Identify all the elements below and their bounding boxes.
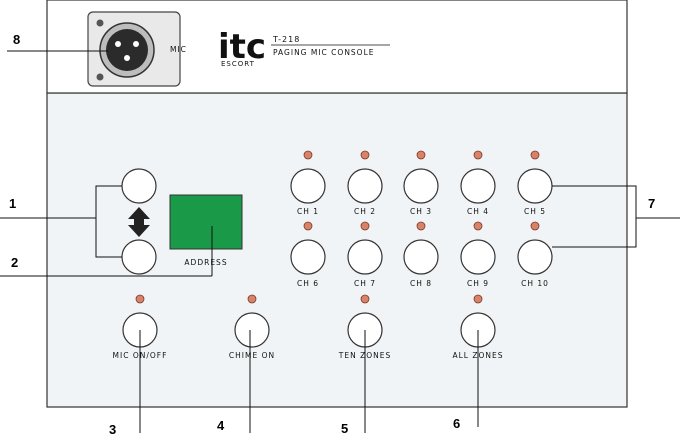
callout-5: 5 — [341, 421, 348, 436]
channel-button-5[interactable] — [517, 168, 553, 204]
function-led-4 — [473, 294, 483, 304]
channel-led-6 — [303, 221, 313, 231]
channel-led-10 — [530, 221, 540, 231]
channel-label-4: CH 4 — [467, 207, 489, 216]
channel-led-1 — [303, 150, 313, 160]
channel-label-3: CH 3 — [410, 207, 432, 216]
leader-lines — [0, 50, 680, 433]
callout-8: 8 — [13, 32, 20, 47]
channel-led-3 — [416, 150, 426, 160]
callout-7: 7 — [648, 196, 655, 211]
channel-led-8 — [416, 221, 426, 231]
function-led-2 — [247, 294, 257, 304]
product-name: PAGING MIC CONSOLE — [273, 48, 375, 57]
channel-button-2[interactable] — [347, 168, 383, 204]
channel-led-2 — [360, 150, 370, 160]
callout-2: 2 — [11, 255, 18, 270]
brand-logo: itc — [218, 27, 266, 67]
callout-4: 4 — [217, 418, 225, 433]
channel-label-9: CH 9 — [467, 279, 489, 288]
up-button[interactable] — [121, 168, 157, 204]
model-number: T-218 — [272, 35, 300, 44]
callout-3: 3 — [109, 422, 116, 437]
mic-label: MIC — [170, 45, 187, 54]
function-label-3: TEN ZONES — [338, 351, 391, 360]
channel-label-6: CH 6 — [297, 279, 319, 288]
function-led-3 — [360, 294, 370, 304]
brand-subtext: ESCORT — [221, 60, 255, 68]
up-down-arrow-icon — [128, 207, 150, 237]
address-display — [169, 194, 243, 250]
channel-led-9 — [473, 221, 483, 231]
function-led-1 — [135, 294, 145, 304]
channel-led-7 — [360, 221, 370, 231]
channel-led-5 — [530, 150, 540, 160]
channel-label-1: CH 1 — [297, 207, 319, 216]
mic-connector — [87, 11, 181, 87]
channel-button-9[interactable] — [460, 239, 496, 275]
channel-label-8: CH 8 — [410, 279, 432, 288]
function-label-2: CHIME ON — [229, 351, 275, 360]
channel-label-7: CH 7 — [354, 279, 376, 288]
channel-button-6[interactable] — [290, 239, 326, 275]
callout-6: 6 — [453, 416, 460, 431]
function-button-2[interactable] — [234, 312, 270, 348]
channel-button-8[interactable] — [403, 239, 439, 275]
channel-label-5: CH 5 — [524, 207, 546, 216]
callout-1: 1 — [9, 196, 16, 211]
channel-label-10: CH 10 — [521, 279, 549, 288]
channel-button-7[interactable] — [347, 239, 383, 275]
channel-buttons: CH 1 CH 2 CH 3 CH 4 CH 5 CH 6 CH 7 CH 8 CH 9 CH 1… — [290, 150, 553, 288]
channel-button-10[interactable] — [517, 239, 553, 275]
down-button[interactable] — [121, 239, 157, 275]
channel-button-1[interactable] — [290, 168, 326, 204]
channel-label-2: CH 2 — [354, 207, 376, 216]
channel-button-3[interactable] — [403, 168, 439, 204]
channel-button-4[interactable] — [460, 168, 496, 204]
channel-led-4 — [473, 150, 483, 160]
address-label: ADDRESS — [184, 258, 227, 267]
